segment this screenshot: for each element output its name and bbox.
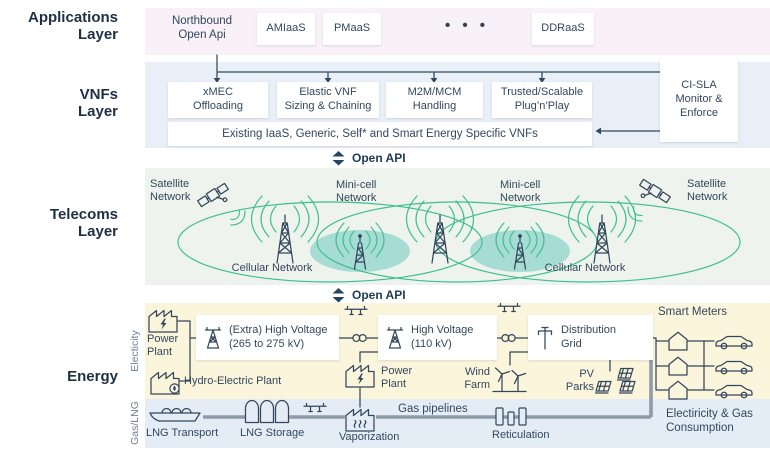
- smart-meters-label: Smart Meters: [658, 306, 728, 318]
- consumption-label: Electiricity & Gas Consumption: [666, 408, 753, 435]
- applications-layer-label: Applications Layer: [27, 9, 118, 43]
- house-icon: [668, 356, 688, 376]
- open-api-label: Open API: [352, 288, 406, 302]
- power-plant-icon: [345, 364, 375, 388]
- cellular-network-label-left: Cellular Network: [231, 262, 313, 274]
- high-voltage-box: High Voltage (110 kV): [378, 315, 497, 360]
- minicell-network-label-left: Mini-cell Network: [336, 179, 377, 205]
- open-api-icon: [332, 151, 345, 166]
- lng-tank-icon: [274, 399, 290, 424]
- satellite-icon: [196, 181, 234, 215]
- power-plant-1-label: Power Plant: [147, 333, 179, 359]
- satellite-network-label-right: Satellite Network: [687, 178, 728, 204]
- gas-pipeline: [203, 343, 653, 419]
- ci-sla-monitor-box: CI-SLA Monitor & Enforce: [660, 58, 738, 142]
- electricity-connectors: [177, 320, 715, 408]
- open-api-icon: [332, 288, 345, 303]
- reticulation-icon: [495, 407, 527, 426]
- open-api-label: Open API: [352, 151, 406, 165]
- elastic-vnf-box: Elastic VNF Sizing & Chaining: [277, 82, 379, 118]
- distribution-grid-box: Distribution Grid: [528, 315, 653, 360]
- pmaas-box: PMaaS: [323, 13, 381, 45]
- transformer-icon: [352, 333, 367, 343]
- distribution-grid-label: Distribution Grid: [561, 323, 617, 350]
- pylon-icon: [204, 326, 222, 349]
- car-icon: [715, 360, 753, 375]
- car-icon: [715, 384, 753, 399]
- lng-transport-label: LNG Transport: [146, 427, 219, 439]
- electricity-side-label: Electicity: [129, 330, 141, 372]
- pv-parks-label: PV Parks: [565, 368, 594, 394]
- power-plant-icon: [148, 309, 178, 333]
- trusted-plugnplay-box: Trusted/Scalable Plug’n’Play: [492, 82, 592, 118]
- telecoms-layer-label: Telecoms Layer: [49, 206, 118, 240]
- transmission-line-icon: [497, 302, 521, 313]
- gas-pipelines-label: Gas pipelines: [398, 403, 468, 415]
- northbound-open-api-label: Northbound Open Api: [171, 15, 233, 42]
- pylon-icon: [386, 326, 404, 349]
- satellite-network-label-left: Satellite Network: [150, 178, 191, 204]
- transformer-icon: [501, 333, 516, 343]
- cellular-ellipses: [177, 201, 741, 283]
- extra-high-voltage-label: (Extra) High Voltage (265 to 275 kV): [229, 323, 328, 350]
- solar-panel-icon: [618, 380, 636, 394]
- reticulation-label: Reticulation: [492, 429, 550, 441]
- solar-panel-icon: [594, 380, 612, 394]
- more-services-ellipsis: • • •: [444, 17, 490, 34]
- vnf-connectors: [213, 54, 661, 135]
- minicell-network-label-right: Mini-cell Network: [500, 179, 541, 205]
- house-icon: [668, 331, 688, 351]
- amiaas-box: AMIaaS: [257, 13, 315, 45]
- cell-tower-icon: [276, 214, 294, 264]
- lng-tank-icon: [244, 399, 260, 424]
- hydro-plant-icon: [150, 371, 180, 395]
- ddraas-box: DDRaaS: [532, 13, 594, 45]
- energy-layer-label: Energy: [67, 368, 118, 385]
- vnfs-layer-label: VNFs Layer: [77, 86, 118, 120]
- transmission-line-icon: [303, 402, 327, 413]
- telecoms-band: [145, 168, 770, 285]
- lng-tank-icon: [259, 399, 275, 424]
- extra-high-voltage-box: (Extra) High Voltage (265 to 275 kV): [196, 315, 339, 360]
- hydro-plant-label: Hydro-Electric Plant: [184, 375, 282, 387]
- lng-storage-label: LNG Storage: [240, 427, 305, 439]
- vaporization-plant-icon: [345, 408, 375, 432]
- car-icon: [715, 335, 753, 350]
- wind-farm-label: Wind Farm: [464, 366, 490, 392]
- solar-panel-icon: [616, 367, 634, 381]
- vaporization-label: Vaporization: [339, 431, 400, 443]
- high-voltage-label: High Voltage (110 kV): [411, 323, 474, 350]
- power-plant-2-label: Power Plant: [381, 365, 413, 391]
- transmission-line-icon: [344, 305, 368, 316]
- xmec-offloading-box: xMEC Offloading: [168, 82, 268, 118]
- cellular-network-label-right: Cellular Network: [544, 262, 626, 274]
- lng-ship-icon: [149, 407, 201, 422]
- distribution-pole-icon: [537, 326, 553, 350]
- applications-band: [145, 8, 770, 55]
- house-icon: [668, 380, 688, 400]
- wind-turbines-icon: [492, 367, 527, 393]
- m2m-mcm-box: M2M/MCM Handling: [386, 82, 483, 118]
- existing-vnfs-bar: Existing IaaS, Generic, Self* and Smart …: [168, 122, 592, 146]
- gas-band: [145, 399, 770, 448]
- gas-side-label: Gas/LNG: [129, 401, 141, 445]
